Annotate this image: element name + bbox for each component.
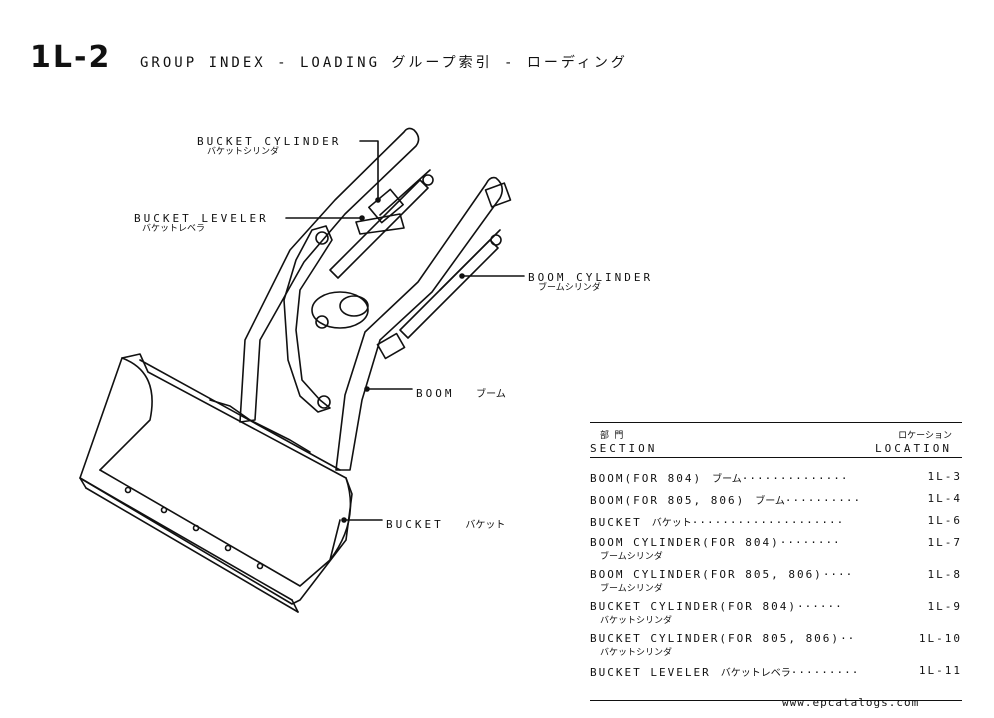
index-row[interactable]: BOOM(FOR 805, 806) ブーム·········· 1L-4: [590, 492, 962, 514]
index-row-leader-dots: ········: [779, 536, 841, 549]
index-row-section: BOOM(FOR 804) ブーム··············: [590, 470, 849, 485]
index-row-section: BUCKET LEVELER バケットレベラ·········: [590, 664, 859, 679]
index-row-jp-inline: バケット: [651, 518, 692, 529]
index-row-section-label: BUCKET CYLINDER(FOR 805, 806): [590, 632, 841, 645]
bucket-body: [79, 353, 353, 605]
index-row-location[interactable]: 1L-8: [927, 568, 962, 581]
index-row-section-label: BUCKET LEVELER: [590, 666, 711, 679]
index-row-leader-dots: ····················: [691, 516, 845, 529]
leader-bucket-cylinder: [359, 140, 379, 201]
table-header-rule: [590, 457, 962, 458]
callout-boom-jp: ブーム: [476, 389, 506, 400]
callout-bucket-leveler: BUCKET LEVELER バケットレベラ: [134, 213, 269, 234]
index-row[interactable]: BOOM CYLINDER(FOR 804)········ ブームシリンダ 1L-…: [590, 536, 962, 568]
callout-boom: BOOM ブーム: [416, 384, 506, 400]
callout-boom-cylinder-jp: ブームシリンダ: [538, 283, 601, 293]
index-row-location[interactable]: 1L-10: [918, 632, 962, 645]
index-row-jp-below: ブームシリンダ: [600, 584, 663, 594]
index-row-jp-inline: ブーム: [755, 496, 785, 507]
index-row-jp-below: バケットシリンダ: [600, 648, 673, 658]
page-title: GROUP INDEX - LOADING グループ索引 - ローディング: [140, 55, 628, 71]
index-row-section-label: BOOM(FOR 805, 806): [590, 494, 746, 507]
location-header-jp: ロケーション: [898, 431, 952, 441]
callout-bucket-en: BUCKET: [386, 518, 444, 531]
callout-bucket-cylinder: BUCKET CYLINDER バケットシリンダ: [197, 136, 341, 157]
bellcrank: [283, 225, 333, 413]
section-header-jp: 部 門: [600, 431, 624, 441]
index-row-jp-below: ブームシリンダ: [600, 552, 663, 562]
callout-boom-cylinder-en: BOOM CYLINDER: [528, 271, 654, 284]
index-row[interactable]: BUCKET バケット···················· 1L-6: [590, 514, 962, 536]
page-id: 1L-2: [30, 40, 112, 75]
index-row-location[interactable]: 1L-7: [927, 536, 962, 549]
callout-bucket-leveler-jp: バケットレベラ: [142, 224, 206, 234]
index-row-section: BUCKET CYLINDER(FOR 804)······: [590, 600, 843, 613]
bucket-cylinder-body: [329, 179, 429, 279]
callout-bucket-leveler-en: BUCKET LEVELER: [134, 212, 269, 225]
index-row[interactable]: BOOM(FOR 804) ブーム·············· 1L-3: [590, 470, 962, 492]
index-row-location[interactable]: 1L-11: [918, 664, 962, 677]
index-row-jp-below: バケットシリンダ: [600, 616, 673, 626]
index-row-leader-dots: ··········: [784, 494, 862, 507]
index-row-location[interactable]: 1L-4: [927, 492, 962, 505]
callout-bucket-cylinder-jp: バケットシリンダ: [207, 147, 280, 157]
index-row-leader-dots: ····: [822, 568, 854, 581]
index-row[interactable]: BUCKET CYLINDER(FOR 805, 806)·· バケットシリンダ 1…: [590, 632, 962, 664]
index-row-location[interactable]: 1L-9: [927, 600, 962, 613]
index-row-section-label: BOOM CYLINDER(FOR 804): [590, 536, 780, 549]
index-row-location[interactable]: 1L-6: [927, 514, 962, 527]
index-row-section: BUCKET CYLINDER(FOR 805, 806)··: [590, 632, 855, 645]
index-row-section-label: BOOM(FOR 804): [590, 472, 703, 485]
index-row[interactable]: BUCKET LEVELER バケットレベラ········· 1L-11: [590, 664, 962, 686]
index-row[interactable]: BUCKET CYLINDER(FOR 804)······ バケットシリンダ 1L…: [590, 600, 962, 632]
section-header-en: SECTION: [590, 442, 658, 455]
callout-bucket: BUCKET バケット: [386, 515, 505, 531]
left-boom-arm: [239, 127, 420, 423]
right-boom-arm: [335, 176, 504, 471]
table-top-rule: [590, 422, 962, 423]
index-row-section: BOOM CYLINDER(FOR 805, 806)····: [590, 568, 853, 581]
index-row-leader-dots: ··: [840, 632, 856, 645]
index-row-section: BUCKET バケット····················: [590, 514, 844, 529]
index-row-location[interactable]: 1L-3: [927, 470, 962, 483]
index-row-leader-dots: ·········: [790, 666, 860, 679]
index-row-section-label: BOOM CYLINDER(FOR 805, 806): [590, 568, 823, 581]
index-row-jp-inline: バケットレベラ: [720, 668, 791, 679]
boom-cylinder-body: [399, 239, 499, 339]
index-row[interactable]: BOOM CYLINDER(FOR 805, 806)···· ブームシリンダ 1L…: [590, 568, 962, 600]
location-header-en: LOCATION: [875, 442, 952, 455]
watermark: www.epcatalogs.com: [782, 696, 920, 709]
location-header: ロケーション LOCATION: [875, 428, 952, 455]
index-row-section-label: BUCKET CYLINDER(FOR 804): [590, 600, 797, 613]
table-bottom-rule: [590, 700, 962, 701]
callout-boom-cylinder: BOOM CYLINDER ブームシリンダ: [528, 272, 653, 293]
index-row-leader-dots: ······: [796, 600, 843, 613]
index-row-leader-dots: ··············: [741, 472, 849, 485]
index-row-section: BOOM(FOR 805, 806) ブーム··········: [590, 492, 861, 507]
section-header: 部 門 SECTION: [590, 428, 657, 455]
callout-bucket-cylinder-en: BUCKET CYLINDER: [197, 135, 342, 148]
index-row-section: BOOM CYLINDER(FOR 804)········: [590, 536, 841, 549]
index-row-section-label: BUCKET: [590, 516, 642, 529]
index-row-jp-inline: ブーム: [712, 474, 742, 485]
callout-bucket-jp: バケット: [465, 520, 506, 531]
callout-boom-en: BOOM: [416, 387, 455, 400]
